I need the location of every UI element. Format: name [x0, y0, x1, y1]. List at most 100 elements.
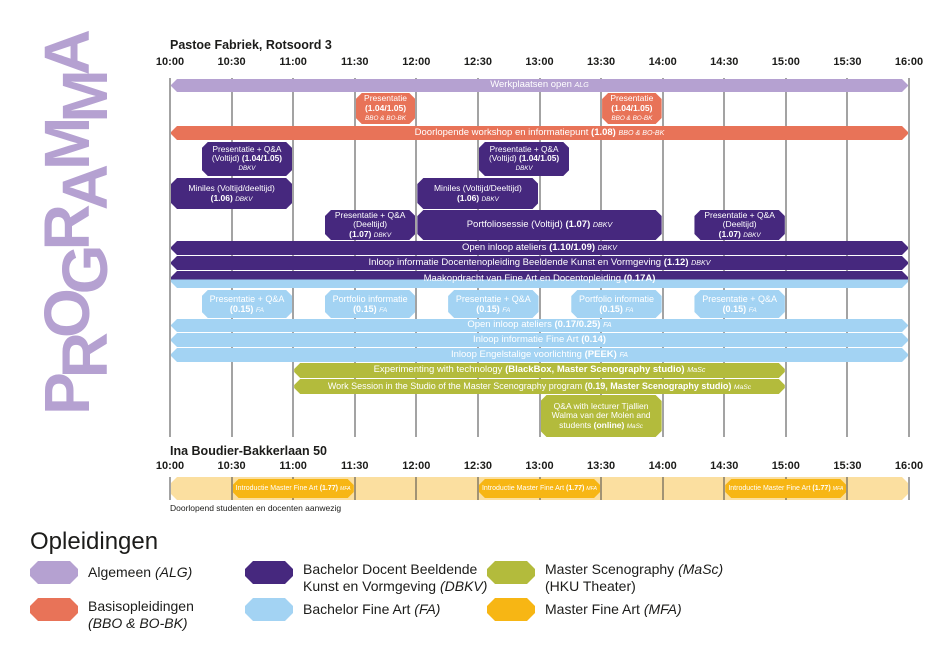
- event-bar: Work Session in the Studio of the Master…: [294, 379, 785, 394]
- letter-r: R: [31, 209, 103, 250]
- event-bar: Inloop informatie Docentenopleiding Beel…: [171, 256, 908, 270]
- legend-item: Master Scenography (MaSc)(HKU Theater): [487, 561, 723, 595]
- event-bar: Presentatie + Q&A(Deeltijd)(1.07) DBKV: [325, 210, 415, 240]
- timeline: Pastoe Fabriek, Rotsoord 3 10:00 10:30 11:0…: [156, 0, 923, 671]
- letter-m: M: [31, 122, 103, 170]
- axis-time-label: 10:00: [155, 56, 185, 68]
- axis-time-label: 11:00: [279, 56, 307, 68]
- axis-time-label: 12:00: [402, 56, 431, 68]
- event-bar: Portfolio informatie(0.15) FA: [325, 290, 415, 318]
- legend-heading: Opleidingen: [30, 528, 159, 555]
- event-bar: Introductie Master Fine Art (1.77) MFA: [233, 479, 354, 498]
- event-bar: Presentatie(1.04/1.05)BBO & BO-BK: [356, 93, 416, 124]
- axis-time-label: 11:00: [279, 460, 307, 472]
- gridline: [169, 477, 171, 500]
- axis-time-label: 13:00: [525, 460, 554, 472]
- programma-vertical-title: PROGRAMMA: [0, 12, 152, 437]
- gridline: [908, 477, 910, 500]
- gridline: [846, 477, 848, 500]
- event-bar: Inloop Engelstalige voorlichting (PEEK) …: [171, 348, 908, 362]
- axis-time-label: 14:00: [648, 460, 677, 472]
- letter-a: A: [31, 34, 103, 75]
- axis-time-label: 16:00: [894, 460, 924, 472]
- event-bar: Presentatie + Q&A(0.15) FA: [448, 290, 538, 318]
- axis-time-label: 12:30: [463, 56, 492, 68]
- axis-time-label: 15:30: [833, 56, 862, 68]
- location-title: Ina Boudier-Bakkerlaan 50: [170, 444, 328, 458]
- axis-time-label: 14:30: [710, 56, 739, 68]
- gridline: [354, 477, 356, 500]
- legend-item: Algemeen (ALG): [30, 561, 192, 584]
- axis-time-label: 15:30: [833, 460, 862, 472]
- legend-item-label: Master Fine Art (MFA): [545, 601, 682, 618]
- event-bar: Presentatie(1.04/1.05)BBO & BO-BK: [602, 93, 662, 124]
- axis-time-label: 13:00: [525, 56, 554, 68]
- event-bar: Portfolio informatie(0.15) FA: [571, 290, 661, 318]
- legend-item-label: Algemeen (ALG): [88, 564, 193, 581]
- letter-p: P: [31, 377, 103, 415]
- legend-swatch-masc: [487, 561, 535, 584]
- axis-time-label: 14:00: [648, 56, 677, 68]
- event-bar: Presentatie + Q&A(Deeltijd)(1.07) DBKV: [694, 210, 784, 240]
- legend-item-label: Basisopleidingen(BBO & BO-BK): [88, 598, 194, 631]
- letter-m: M: [49, 74, 121, 123]
- legend-swatch-bbo: [30, 598, 78, 621]
- legend-swatch-alg: [30, 561, 78, 584]
- event-bar: Presentatie + Q&A(Voltijd) (1.04/1.05)DB…: [202, 142, 292, 176]
- axis-time-label: 11:30: [340, 56, 369, 68]
- letter-g: G: [49, 249, 121, 294]
- event-bar: Open inloop ateliers (0.17/0.25) FA: [171, 319, 908, 332]
- axis-time-label: 13:30: [587, 460, 616, 472]
- event-bar: Miniles (Voltijd/deeltijd)(1.06) DBKV: [171, 178, 292, 209]
- event-bar: Experimenting with technology (BlackBox,…: [294, 363, 785, 378]
- event-bar: Open inloop ateliers (1.10/1.09) DBKV: [171, 241, 908, 255]
- event-bar: Werkplaatsen open ALG: [171, 79, 908, 92]
- event-bar: Miniles (Voltijd/Deeltijd)(1.06) DBKV: [417, 178, 538, 209]
- legend-item: Basisopleidingen(BBO & BO-BK): [30, 598, 194, 632]
- caption: Doorlopend studenten en docenten aanwezi…: [170, 503, 342, 513]
- legend-swatch-mfa: [487, 598, 535, 621]
- event-bar: Portfoliosessie (Voltijd) (1.07) DBKV: [417, 210, 661, 240]
- location-title: Pastoe Fabriek, Rotsoord 3: [170, 38, 332, 52]
- gridline: [723, 477, 725, 500]
- gridline: [662, 477, 664, 500]
- axis-time-label: 13:30: [587, 56, 616, 68]
- axis-time-label: 11:30: [340, 460, 369, 472]
- event-bar: Maakopdracht van Fine Art en Docentoplei…: [171, 271, 908, 288]
- legend-swatch-fa: [245, 598, 293, 621]
- gridline: [169, 78, 171, 437]
- event-bar: Presentatie + Q&A(0.15) FA: [202, 290, 292, 318]
- event-bar: Introductie Master Fine Art (1.77) MFA: [479, 479, 600, 498]
- legend-item-label: Master Scenography (MaSc)(HKU Theater): [545, 561, 724, 594]
- event-bar: Inloop informatie Fine Art (0.14): [171, 333, 908, 347]
- event-bar: Presentatie + Q&A(0.15) FA: [694, 290, 784, 318]
- axis-time-label: 12:30: [463, 460, 492, 472]
- letter-a: A: [49, 169, 121, 210]
- gridline: [477, 477, 479, 500]
- letter-o: O: [31, 293, 103, 338]
- event-bar: Introductie Master Fine Art (1.77) MFA: [725, 479, 846, 498]
- legend-swatch-dbkv: [245, 561, 293, 584]
- axis-time-label: 15:00: [771, 56, 800, 68]
- legend-item-label: Bachelor Fine Art (FA): [303, 601, 441, 618]
- axis-time-label: 15:00: [771, 460, 800, 472]
- axis-time-label: 10:30: [217, 460, 246, 472]
- letter-r: R: [49, 337, 121, 378]
- gridline: [600, 477, 602, 500]
- event-bar: Doorlopende workshop en informatiepunt (…: [171, 126, 908, 140]
- axis-time-label: 10:00: [155, 460, 185, 472]
- axis-time-label: 14:30: [710, 460, 739, 472]
- axis-time-label: 16:00: [894, 56, 924, 68]
- programma-letters: PROGRAMMA: [31, 35, 121, 415]
- axis-time-label: 12:00: [402, 460, 431, 472]
- axis-time-label: 10:30: [217, 56, 246, 68]
- legend-item: Bachelor Fine Art (FA): [245, 598, 440, 621]
- event-bar: Presentatie + Q&A(Voltijd) (1.04/1.05)DB…: [479, 142, 569, 176]
- gridline: [231, 477, 233, 500]
- gridline: [415, 477, 417, 500]
- gridline: [908, 78, 910, 437]
